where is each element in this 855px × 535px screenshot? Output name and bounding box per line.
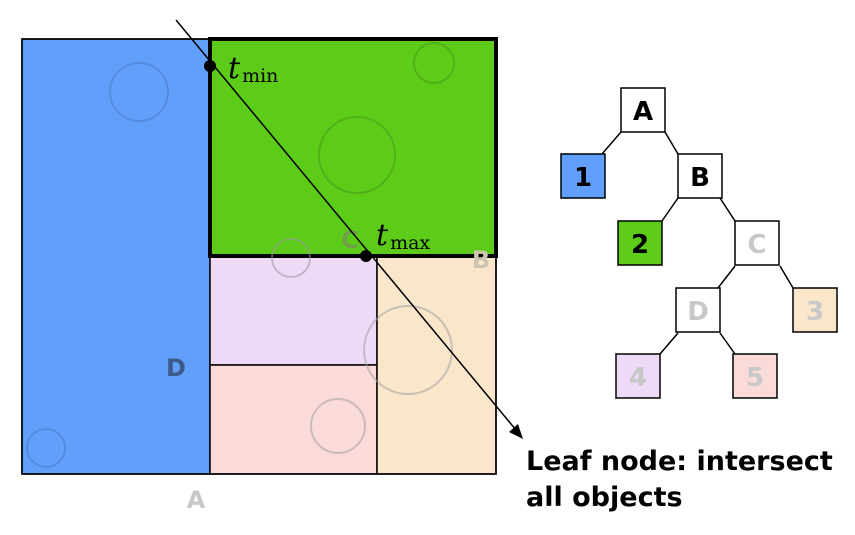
- object-circle: [271, 238, 311, 278]
- tree-leaf-1: [560, 153, 606, 199]
- tree-node-b: [677, 153, 723, 199]
- ray-arrowhead: [509, 424, 523, 439]
- t-max-subscript: max: [390, 232, 430, 254]
- object-circle: [363, 305, 453, 395]
- tree-node-d-label: D: [687, 297, 709, 327]
- tree-edge: [601, 131, 622, 155]
- tree-edge: [664, 131, 679, 155]
- tree-node-b-label: B: [690, 163, 710, 193]
- caption-line-1: Leaf node: intersect: [526, 446, 833, 477]
- green-node-bounds: [208, 37, 498, 258]
- object-circle: [26, 428, 66, 468]
- object-circle: [318, 116, 396, 194]
- tree-node-d: [675, 287, 721, 333]
- tree-leaf-2-label: 2: [631, 230, 649, 260]
- t-min-subscript: min: [242, 65, 278, 87]
- tree-node-c: [734, 220, 780, 266]
- object-circle: [413, 42, 455, 84]
- tree-leaf-2: [617, 220, 663, 266]
- t-min-point: [204, 60, 216, 72]
- caption: Leaf node: intersect all objects: [526, 446, 833, 513]
- ray-line: [175, 19, 517, 431]
- tree-edge: [659, 332, 679, 355]
- tree-leaf-3: [792, 287, 838, 333]
- tree-leaf-3-label: 3: [806, 297, 824, 327]
- t-max-point: [360, 250, 372, 262]
- tree-leaf-4-label: 4: [629, 363, 647, 393]
- caption-line-2: all objects: [526, 482, 683, 513]
- spatial-partition: A D B C: [21, 37, 498, 514]
- tree-edge: [719, 332, 736, 355]
- region-label-a: A: [187, 486, 206, 514]
- tree-node-c-label: C: [747, 230, 766, 260]
- tree-leaf-5-label: 5: [746, 363, 764, 393]
- region-1-blue: [21, 38, 211, 475]
- region-2-green: [210, 39, 496, 256]
- tree-leaf-1-label: 1: [574, 163, 592, 193]
- region-5-pink: [209, 364, 378, 475]
- tree-edges: [601, 131, 794, 355]
- bvh-tree: A 1 B 2 C D 3 4 5: [560, 87, 838, 399]
- tree-edge: [779, 265, 794, 289]
- region-4-lavender: [209, 255, 378, 366]
- tree-edge: [661, 197, 679, 222]
- object-circle: [109, 62, 169, 122]
- region-label-b: B: [472, 246, 490, 274]
- region-label-c: C: [341, 226, 359, 254]
- tree-edge: [717, 265, 736, 289]
- tree-node-a: [620, 87, 666, 133]
- object-circle: [310, 398, 366, 454]
- region-3-peach: [376, 255, 497, 475]
- tree-edge: [719, 197, 736, 222]
- region-label-d: D: [166, 354, 186, 382]
- tree-leaf-4: [615, 353, 661, 399]
- tree-leaf-5: [732, 353, 778, 399]
- tree-node-a-label: A: [633, 97, 653, 127]
